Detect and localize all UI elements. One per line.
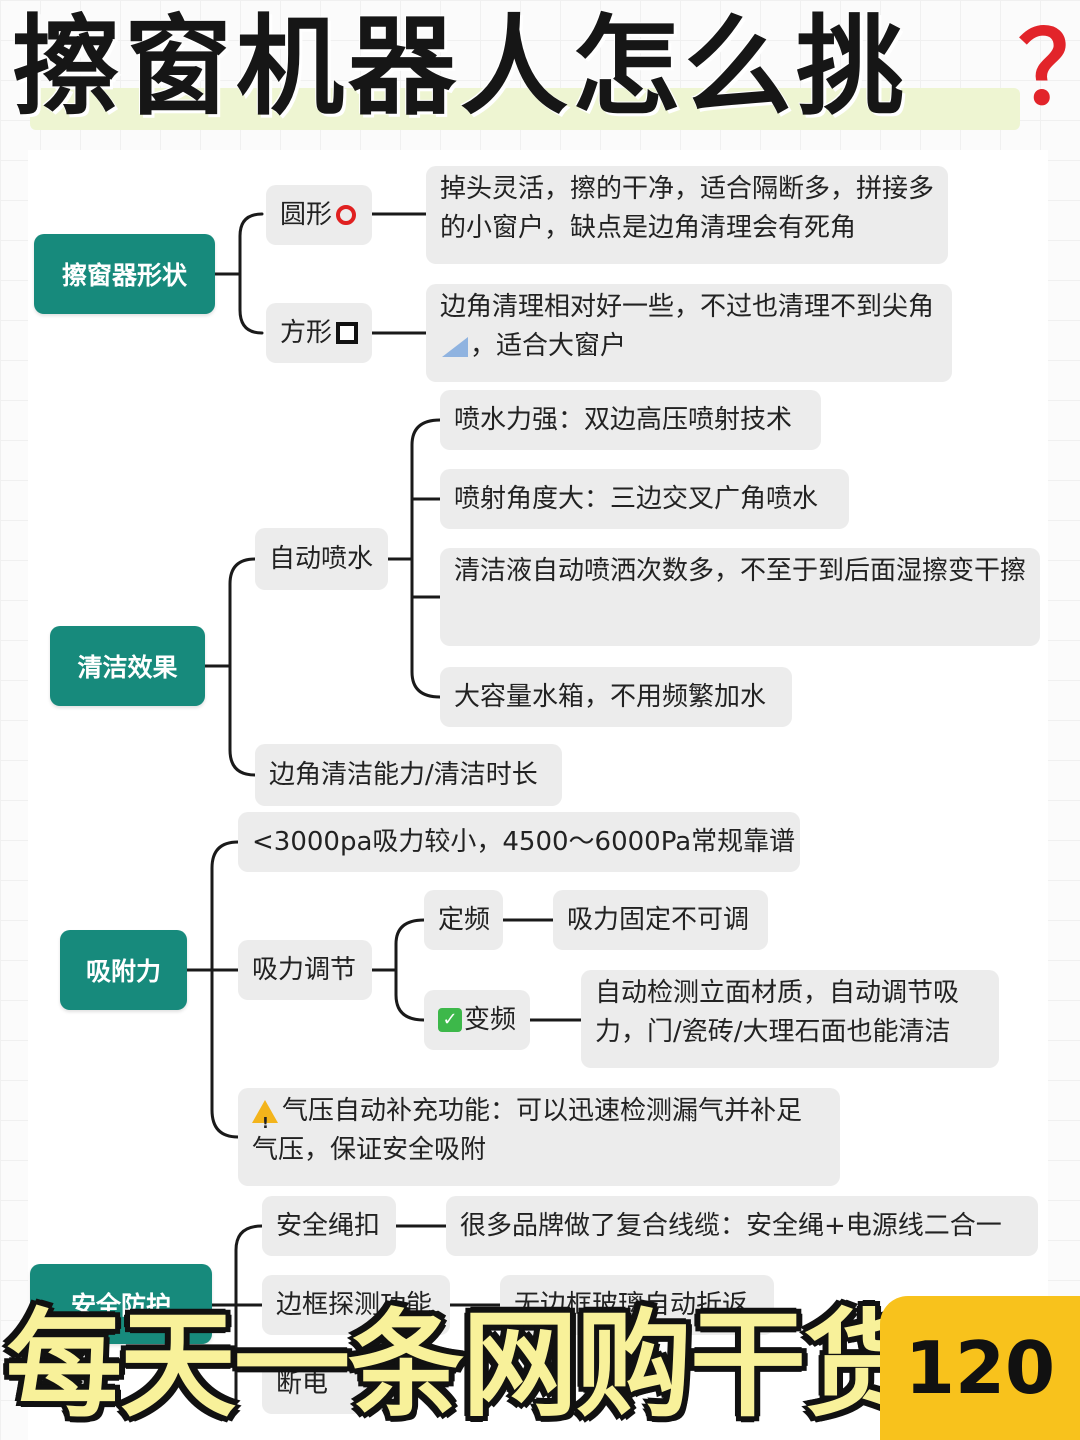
node-round-label: 圆形 [280,199,333,230]
node-rope: 安全绳扣 [262,1196,396,1256]
connector-shape-branch [238,212,264,335]
node-fixed-desc: 吸力固定不可调 [553,890,768,950]
node-fixed: 定频 [424,890,503,950]
bottom-banner-text: 每天一条网购干货 [6,1298,920,1433]
node-adjust: 吸力调节 [238,940,372,1000]
node-spray-item-1: 喷水力强：双边高压喷射技术 [440,390,821,450]
check-mark-icon: ✓ [438,1008,462,1032]
node-spray-item-2: 喷射角度大：三边交叉广角喷水 [440,469,849,529]
title-highlight [30,88,1020,130]
node-pressure: 气压自动补充功能：可以迅速检测漏气并补足气压，保证安全吸附 [238,1088,840,1186]
node-variable-label: 变频 [463,1004,516,1035]
issue-number-badge: 120 [880,1296,1080,1440]
triangle-ruler-icon [442,336,468,357]
node-square: 方形 [266,303,372,363]
connector-clean-branch [228,557,257,777]
node-square-label: 方形 [280,317,333,348]
connector-suction-branch [210,840,240,1139]
category-safety: 安全防护 [30,1264,212,1344]
node-square-desc: 边角清理相对好一些，不过也清理不到尖角 ，适合大窗户 [426,284,952,382]
page-title: 擦窗机器人怎么挑 [12,5,909,130]
warning-icon [252,1100,278,1143]
node-variable: ✓变频 [424,990,530,1050]
node-frame-desc: 无边框玻璃自动折返 [500,1275,774,1335]
node-round-desc: 掉头灵活，擦的干净，适合隔断多，拼接多的小窗户，缺点是边角清理会有死角 [426,166,948,264]
node-pressure-text: 气压自动补充功能：可以迅速检测漏气并补足气压，保证安全吸附 [252,1096,803,1165]
node-power: 断电 [262,1354,382,1414]
connector-safety-branch [234,1224,264,1402]
node-rope-desc: 很多品牌做了复合线缆：安全绳+电源线二合一 [446,1196,1038,1256]
category-clean: 清洁效果 [50,626,205,706]
node-frame: 边框探测功能 [262,1275,450,1335]
node-suction-range: <3000pa吸力较小，4500～6000Pa常规靠谱 [238,812,800,872]
black-square-icon [336,322,358,344]
node-square-desc-b: ，适合大窗户 [470,331,627,361]
question-mark: ？ [1018,14,1080,124]
node-round: 圆形 [266,185,372,245]
node-variable-desc: 自动检测立面材质，自动调节吸力，门/瓷砖/大理石面也能清洁 [581,970,999,1068]
node-square-desc-a: 边角清理相对好一些，不过也清理不到尖角 [440,292,935,322]
node-spray: 自动喷水 [255,528,388,590]
connector-spray-branch [410,418,442,699]
node-spray-item-3: 清洁液自动喷洒次数多，不至于到后面湿擦变干擦 [440,548,1040,646]
red-circle-icon [336,205,357,225]
node-spray-item-4: 大容量水箱，不用频繁加水 [440,667,792,727]
category-suction: 吸附力 [60,930,187,1010]
node-corner: 边角清洁能力/清洁时长 [255,744,562,806]
connector-adjust-branch [394,918,426,1022]
category-shape: 擦窗器形状 [34,234,215,314]
